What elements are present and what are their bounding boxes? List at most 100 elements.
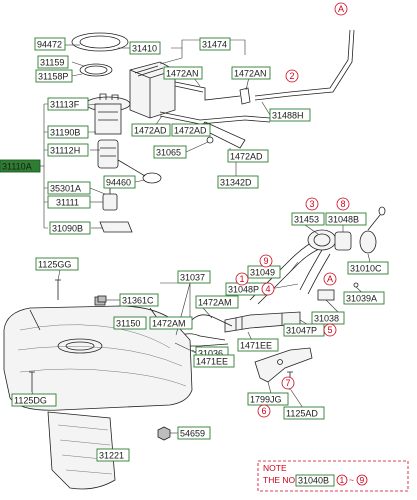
- svg-text:31410: 31410: [132, 44, 157, 54]
- label-31190b[interactable]: 31190B: [47, 125, 89, 139]
- label-31410[interactable]: 31410: [129, 41, 161, 55]
- heat-shield-rib-1: [57, 424, 109, 431]
- label-1799jg[interactable]: 1799JG: [247, 392, 289, 406]
- strainer: [99, 221, 133, 233]
- note-box: NOTE THE NO. 31040B 1 ~ 9: [257, 460, 409, 492]
- label-54659[interactable]: 54659: [177, 426, 211, 440]
- label-31039a[interactable]: 31039A: [343, 291, 385, 305]
- note-part-label[interactable]: 31040B: [295, 474, 335, 487]
- vent-hose-4: [159, 115, 271, 125]
- label-94460[interactable]: 94460: [103, 175, 136, 189]
- label-94472[interactable]: 94472: [34, 37, 66, 51]
- svg-text:31090B: 31090B: [52, 224, 83, 234]
- label-1125dg[interactable]: 1125DG: [11, 393, 57, 407]
- pump-connector: [142, 172, 162, 184]
- label-1471ee-b[interactable]: 1471EE: [237, 338, 279, 352]
- part-drawings: [3, 29, 386, 490]
- svg-text:31111: 31111: [56, 198, 79, 208]
- svg-text:31040B: 31040B: [298, 476, 329, 486]
- label-31474[interactable]: 31474: [199, 37, 231, 51]
- svg-text:35301A: 35301A: [50, 184, 81, 194]
- svg-text:31037: 31037: [180, 273, 205, 283]
- tank-contour-3: [19, 368, 187, 387]
- label-1472ad-a[interactable]: 1472AD: [131, 123, 171, 137]
- svg-text:1125DG: 1125DG: [14, 396, 47, 406]
- svg-text:94472: 94472: [37, 40, 62, 50]
- ref-a-mid: A: [323, 272, 337, 286]
- gasket-ring-inner: [79, 35, 121, 49]
- svg-text:7: 7: [286, 378, 291, 388]
- label-1125gg[interactable]: 1125GG: [35, 257, 79, 271]
- svg-text:1472AD: 1472AD: [134, 126, 167, 136]
- fuel-filter: [102, 193, 118, 211]
- label-31049[interactable]: 31049: [247, 265, 281, 279]
- note-range-end: 9: [356, 474, 368, 486]
- heat-shield-rib-4: [65, 469, 113, 475]
- label-1472ad-b[interactable]: 1472AD: [171, 123, 211, 137]
- bracket-hole: [277, 359, 283, 365]
- label-31090b[interactable]: 31090B: [49, 221, 91, 235]
- svg-text:1799JG: 1799JG: [250, 395, 282, 405]
- svg-text:31113F: 31113F: [50, 100, 80, 110]
- label-31453[interactable]: 31453: [291, 212, 325, 226]
- label-1471ee-a[interactable]: 1471EE: [193, 354, 235, 368]
- filler-door: [334, 231, 352, 251]
- svg-text:1125AD: 1125AD: [286, 409, 318, 419]
- label-31037[interactable]: 31037: [177, 270, 211, 284]
- svg-text:2: 2: [290, 71, 295, 81]
- svg-text:31036: 31036: [198, 349, 223, 359]
- pump-port: [99, 93, 119, 100]
- label-1472am-b[interactable]: 1472AM: [149, 316, 193, 330]
- label-1125ad[interactable]: 1125AD: [283, 406, 325, 420]
- filler-seal: [317, 289, 335, 301]
- label-1472am-a[interactable]: 1472AM: [195, 295, 239, 309]
- clip-31361c: [97, 295, 107, 303]
- svg-text:31049: 31049: [250, 268, 275, 278]
- note-range-separator: ~: [349, 475, 354, 485]
- label-31065[interactable]: 31065: [153, 145, 187, 159]
- label-31038[interactable]: 31038: [311, 311, 345, 325]
- label-31047p[interactable]: 31047P: [283, 323, 325, 337]
- svg-text:31221: 31221: [99, 451, 124, 461]
- ref-1: 1: [235, 272, 249, 286]
- label-31159[interactable]: 31159: [37, 55, 69, 69]
- svg-text:31342D: 31342D: [220, 178, 252, 188]
- vent-hose-1: [174, 81, 241, 101]
- svg-text:31488H: 31488H: [272, 111, 304, 121]
- label-31111[interactable]: 31111: [47, 195, 91, 209]
- tank-contour-1: [19, 324, 171, 349]
- pump-body-detail: [100, 147, 116, 157]
- cap-tether: [367, 214, 381, 231]
- svg-text:31453: 31453: [294, 215, 319, 225]
- ref-9: 9: [259, 254, 273, 268]
- label-31342d[interactable]: 31342D: [217, 175, 259, 189]
- vent-pipe-long: [254, 29, 351, 97]
- label-31048b[interactable]: 31048B: [325, 212, 367, 226]
- label-1472an-left[interactable]: 1472AN: [163, 66, 203, 80]
- svg-text:31010C: 31010C: [350, 264, 382, 274]
- label-1472ad-c[interactable]: 1472AD: [227, 149, 269, 163]
- svg-text:1472AD: 1472AD: [230, 152, 263, 162]
- label-1472an-right[interactable]: 1472AN: [231, 66, 271, 80]
- pump-lines: [98, 111, 118, 121]
- svg-text:31065: 31065: [156, 148, 181, 158]
- label-31110a[interactable]: 31110A: [0, 159, 41, 173]
- label-31158p[interactable]: 31158P: [35, 69, 73, 83]
- svg-text:1125GG: 1125GG: [38, 260, 71, 270]
- hose-clamp-1: [235, 317, 243, 330]
- label-31112h[interactable]: 31112H: [47, 143, 89, 157]
- label-35301a[interactable]: 35301A: [47, 181, 91, 195]
- ref-5: 5: [323, 323, 337, 337]
- note-prefix: THE NO.: [263, 475, 297, 485]
- label-31010c[interactable]: 31010C: [347, 261, 389, 275]
- label-31488h[interactable]: 31488H: [269, 108, 311, 122]
- reference-markers: A 2 3 8 9 1 4 A 5 7 6: [235, 2, 350, 418]
- svg-text:5: 5: [328, 325, 333, 335]
- label-31150[interactable]: 31150: [113, 316, 147, 330]
- vent-pipe-long-2: [254, 29, 355, 101]
- svg-text:31112H: 31112H: [50, 146, 80, 156]
- label-31221[interactable]: 31221: [96, 448, 130, 462]
- lock-ring-inner: [84, 65, 108, 75]
- label-31361c[interactable]: 31361C: [119, 293, 159, 307]
- label-31113f[interactable]: 31113F: [47, 97, 89, 111]
